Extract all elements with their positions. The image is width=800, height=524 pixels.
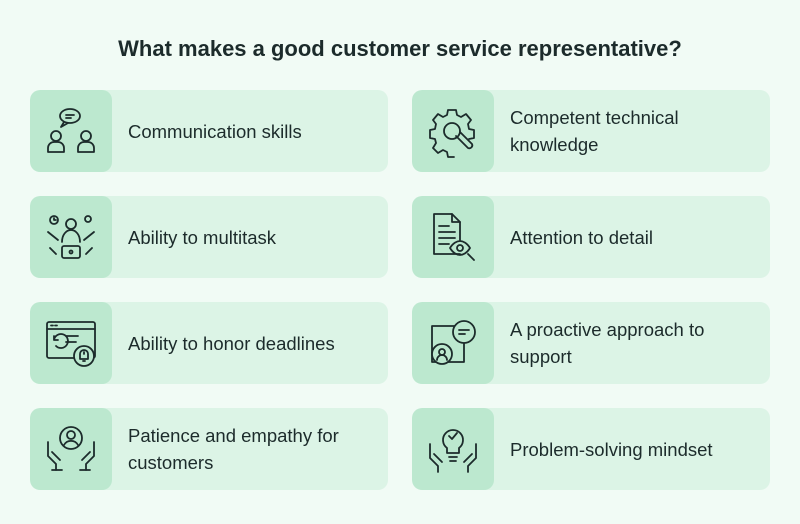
lightbulb-hands-icon	[412, 408, 494, 490]
card-label: Attention to detail	[510, 226, 653, 248]
gear-wrench-icon	[412, 90, 494, 172]
card-deadlines: Ability to honor deadlines	[30, 302, 388, 384]
card-technical-knowledge: Competent technical knowledge	[412, 90, 770, 172]
card-label: Patience and empathy for customers	[128, 425, 339, 473]
card-label: Competent technical knowledge	[510, 107, 679, 155]
card-multitask: Ability to multitask	[30, 196, 388, 278]
card-label: Ability to multitask	[128, 226, 277, 248]
card-proactive-support: A proactive approach to support	[412, 302, 770, 384]
card-label: Communication skills	[128, 120, 302, 142]
support-chat-icon	[412, 302, 494, 384]
card-label: Ability to honor deadlines	[128, 332, 335, 354]
card-problem-solving: Problem-solving mindset	[412, 408, 770, 490]
card-label: Problem-solving mindset	[510, 438, 713, 460]
card-communication-skills: Communication skills	[30, 90, 388, 172]
card-patience-empathy: Patience and empathy for customers	[30, 408, 388, 490]
card-label: A proactive approach to support	[510, 319, 705, 367]
card-attention-to-detail: Attention to detail	[412, 196, 770, 278]
multitask-icon	[30, 196, 112, 278]
hands-person-icon	[30, 408, 112, 490]
document-eye-icon	[412, 196, 494, 278]
page-title: What makes a good customer service repre…	[118, 36, 682, 61]
calendar-alarm-icon	[30, 302, 112, 384]
communication-icon	[30, 90, 112, 172]
